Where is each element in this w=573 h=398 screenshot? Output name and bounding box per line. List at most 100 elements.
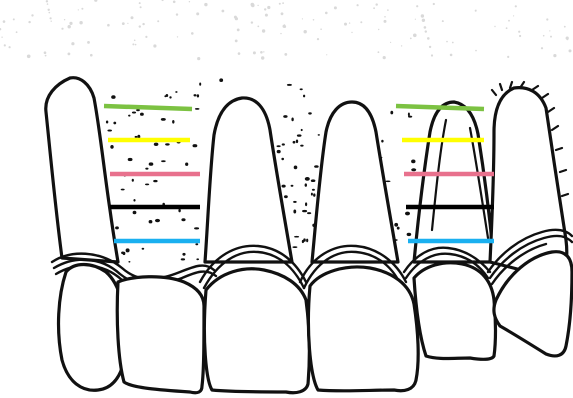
marker-left-green [104, 106, 192, 109]
scan-speck [507, 56, 509, 58]
scan-speck [261, 56, 264, 59]
bone-dot [301, 129, 303, 131]
bone-dot [115, 226, 119, 229]
bone-dot [175, 91, 177, 93]
scan-speck [433, 3, 435, 5]
bone-dot [292, 246, 297, 248]
scan-speck [27, 55, 31, 59]
bone-dot [394, 223, 398, 227]
crown-3 [204, 269, 309, 393]
bone-dot [281, 158, 284, 160]
scan-speck [68, 25, 71, 28]
scan-speck [46, 0, 48, 2]
scan-speck [262, 29, 265, 32]
bone-dot [291, 185, 294, 187]
scan-speck [325, 12, 328, 15]
bone-dot [154, 143, 159, 146]
scan-speck [153, 44, 156, 47]
scan-speck [251, 21, 253, 23]
bone-dot [128, 261, 130, 263]
scan-speck [508, 20, 510, 22]
scan-speck [317, 38, 319, 40]
scan-speck [378, 51, 380, 53]
bone-dot [300, 145, 303, 147]
scan-speck [304, 30, 307, 33]
scan-speck [265, 14, 268, 17]
scan-speck [237, 29, 240, 32]
scan-speck [264, 8, 266, 10]
scan-speck [564, 26, 566, 28]
scan-speck [16, 31, 18, 33]
scan-speck [139, 25, 141, 27]
scan-speck [173, 1, 176, 4]
scan-speck [569, 49, 572, 52]
scan-speck [142, 23, 144, 25]
scan-speck [145, 36, 147, 38]
bone-dot [199, 83, 201, 86]
bone-dot [294, 236, 299, 238]
crown-2 [117, 277, 204, 393]
scan-speck [284, 25, 287, 28]
bone-dot [161, 118, 166, 121]
bone-dot [408, 113, 410, 117]
bone-dot [182, 253, 185, 256]
scan-speck [429, 46, 431, 48]
scan-speck [87, 41, 90, 44]
scan-speck [334, 6, 337, 9]
scan-speck [191, 32, 194, 35]
scan-speck [543, 35, 545, 37]
bone-dot [311, 193, 313, 196]
bone-dot [411, 160, 415, 164]
bone-dot [153, 180, 157, 182]
scan-speck [122, 22, 125, 25]
bone-dot [166, 94, 169, 97]
bone-dot [277, 145, 281, 147]
scan-speck [384, 20, 387, 23]
scan-speck [431, 54, 433, 56]
bone-dot [178, 209, 180, 212]
scan-speck [344, 23, 347, 26]
scan-speck [446, 41, 448, 43]
bone-dot [149, 162, 154, 165]
scan-speck [401, 45, 402, 46]
scan-speck [48, 9, 50, 11]
scan-speck [235, 40, 238, 43]
scan-speck [376, 3, 378, 5]
scan-speck [127, 23, 128, 24]
bone-dot [110, 145, 113, 149]
scan-speck [31, 14, 33, 16]
scan-speck [81, 8, 83, 10]
scan-speck [263, 51, 264, 52]
scan-speck [68, 53, 71, 56]
bone-dot [312, 189, 315, 191]
scan-speck [44, 51, 47, 54]
scan-speck [378, 29, 379, 30]
bone-dot [128, 115, 130, 117]
bone-dot [293, 201, 297, 203]
scan-speck [519, 35, 521, 37]
bone-dot [305, 183, 307, 186]
scan-speck [421, 14, 424, 17]
bone-dot [195, 243, 198, 245]
bone-dot [165, 143, 170, 145]
scan-speck [494, 26, 495, 27]
scan-speck [549, 30, 550, 31]
bone-dot [219, 78, 223, 82]
scan-speck [442, 20, 444, 22]
bone-dot [111, 95, 115, 99]
scan-speck [90, 54, 93, 57]
scan-speck [1, 37, 2, 38]
scan-speck [422, 19, 425, 22]
scan-speck [515, 5, 517, 7]
scan-speck [452, 42, 454, 44]
bone-dot [287, 84, 292, 86]
bone-dot [140, 113, 144, 116]
bone-dot [282, 185, 286, 188]
bone-dot [302, 210, 307, 212]
bone-dot [106, 121, 108, 124]
scan-speck [546, 18, 548, 20]
bone-dot [128, 158, 133, 161]
scan-speck [279, 3, 281, 5]
